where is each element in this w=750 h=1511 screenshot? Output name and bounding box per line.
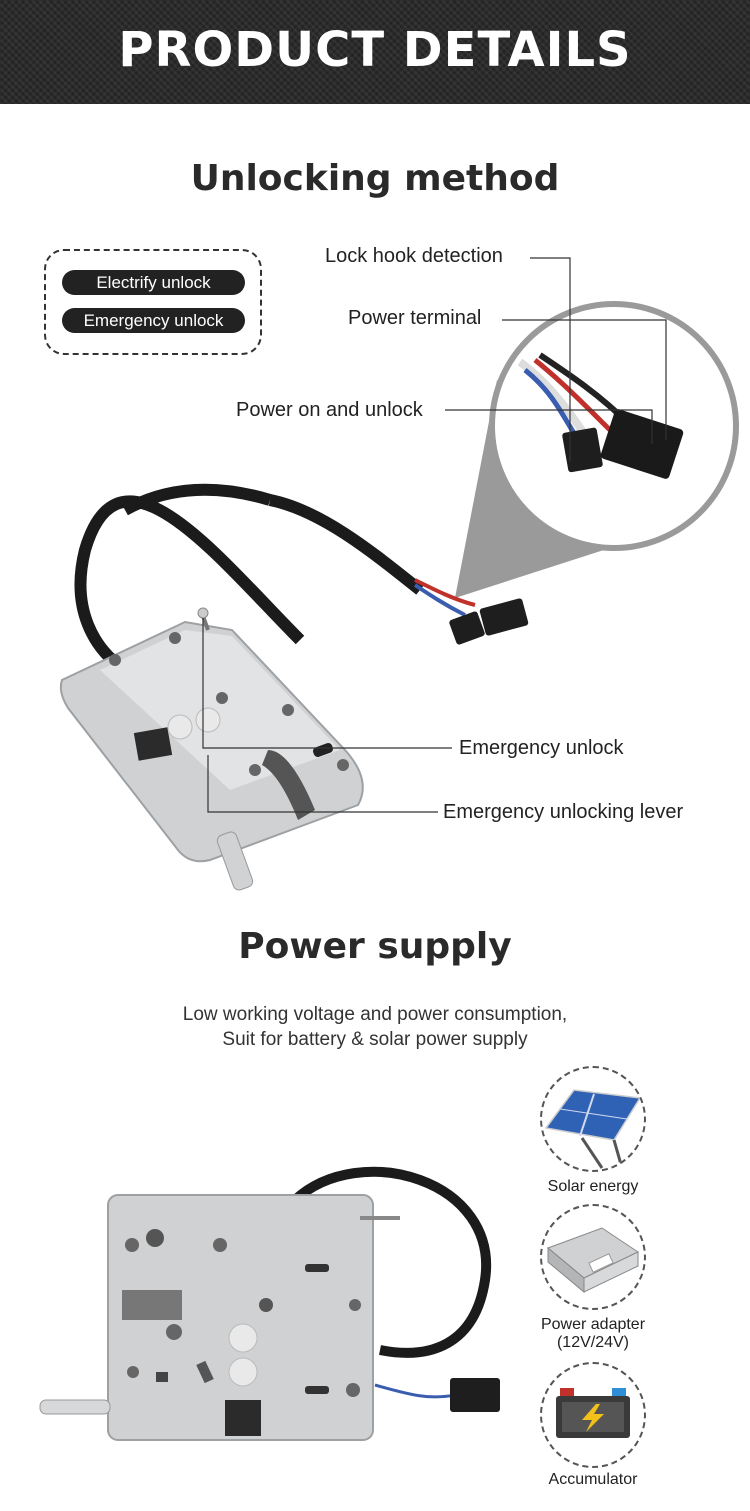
page-title: PRODUCT DETAILS bbox=[118, 22, 632, 78]
lock-wiring-illustration bbox=[59, 257, 739, 891]
power-adapter-icon bbox=[547, 1227, 640, 1294]
power-adapter-circle bbox=[540, 1204, 646, 1310]
connector-detail bbox=[517, 352, 684, 479]
lock-front-body bbox=[107, 1194, 374, 1441]
unlock-methods-box bbox=[44, 249, 262, 355]
solar-energy-circle bbox=[540, 1066, 646, 1172]
battery-icon bbox=[556, 1388, 630, 1438]
header-banner bbox=[0, 0, 750, 104]
method-pill-electrify: Electrify unlock bbox=[62, 270, 245, 295]
power-adapter-voltage: (12V/24V) bbox=[556, 1334, 630, 1351]
callout-power-terminal: Power terminal bbox=[348, 307, 482, 329]
callout-lines bbox=[202, 257, 667, 813]
power-adapter-label: Power adapter bbox=[540, 1316, 646, 1333]
power-subtitle-line1: Low working voltage and power consumptio… bbox=[182, 1004, 568, 1025]
accumulator-label: Accumulator bbox=[548, 1471, 638, 1488]
lock-front-illustration bbox=[39, 1166, 500, 1441]
callout-power-on-unlock: Power on and unlock bbox=[236, 399, 423, 421]
lock-cable bbox=[74, 495, 305, 675]
unlocking-method-title: Unlocking method bbox=[190, 158, 560, 199]
accumulator-circle bbox=[540, 1362, 646, 1468]
power-supply-title: Power supply bbox=[238, 926, 512, 967]
solar-energy-label: Solar energy bbox=[547, 1178, 639, 1195]
callout-emergency-lever: Emergency unlocking lever bbox=[443, 801, 684, 823]
power-subtitle-line2: Suit for battery & solar power supply bbox=[222, 1029, 528, 1050]
callout-emergency-unlock: Emergency unlock bbox=[459, 737, 624, 759]
method-pill-emergency: Emergency unlock bbox=[62, 308, 245, 333]
callout-lock-hook-detection: Lock hook detection bbox=[325, 245, 503, 267]
solar-panel-icon bbox=[544, 1089, 642, 1169]
